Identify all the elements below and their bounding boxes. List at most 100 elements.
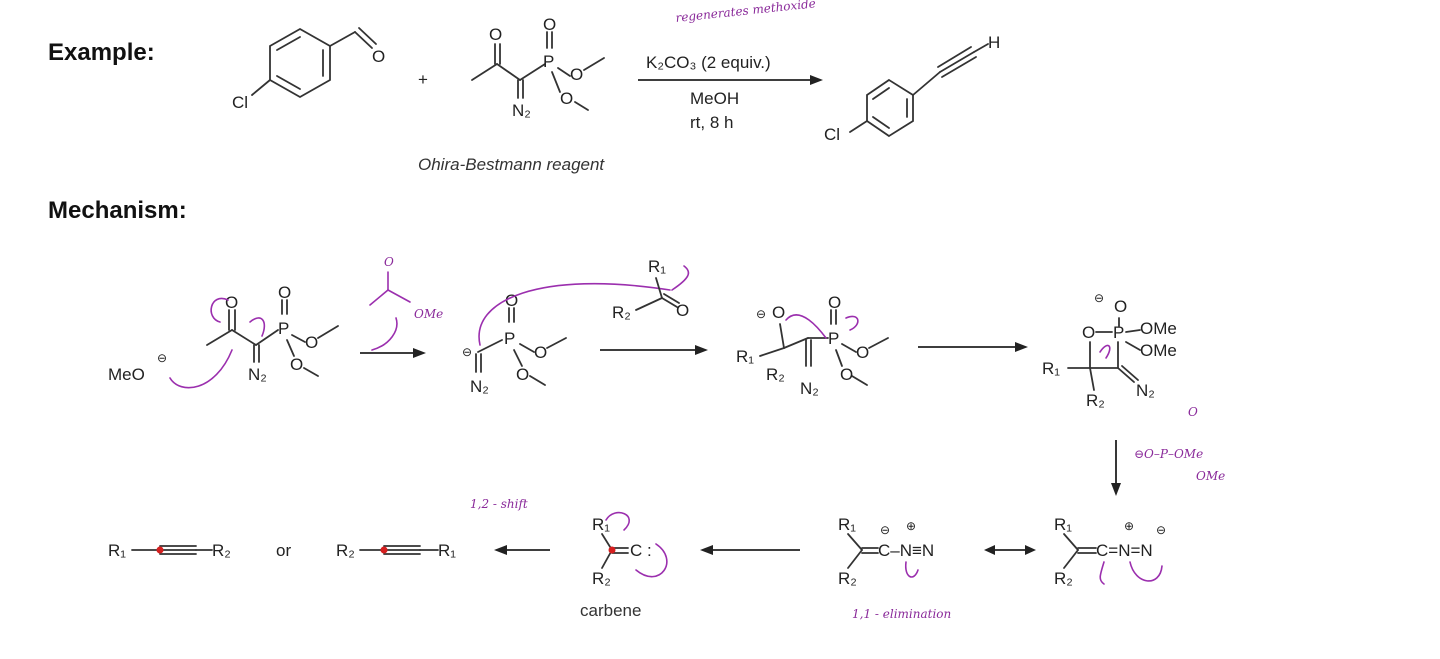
ring-n2: N₂ xyxy=(1136,381,1155,400)
step1-ome-o1: O xyxy=(305,333,318,352)
ohira-bestmann-structure: O O P O O N₂ xyxy=(471,15,605,120)
reagent-ketone-o: O xyxy=(489,25,502,44)
resonance-arrow-b xyxy=(1129,561,1163,582)
svg-text:O: O xyxy=(1188,405,1198,419)
anion-attack-arrow xyxy=(478,282,671,346)
reagent-ome-o2: O xyxy=(560,89,573,108)
carbene-r2: R₂ xyxy=(592,569,611,588)
aldehyde-cl-label: Cl xyxy=(232,93,248,112)
oxaphosphetane-structure: ⊖ O O P OMe OMe R₁ R₂ N₂ xyxy=(1042,291,1177,410)
example-reaction-arrow xyxy=(638,75,823,85)
ring-p: P xyxy=(1113,323,1124,342)
example-heading: Example: xyxy=(48,39,155,66)
diazo-left-chain: C–N≡N xyxy=(878,541,934,560)
mechanism-arrow-down xyxy=(1111,440,1121,496)
diazo-left-r1: R₁ xyxy=(838,515,856,534)
diazo-form-left: R₁ R₂ C–N≡N ⊖ ⊕ xyxy=(838,515,934,588)
prod1-r1: R₁ xyxy=(108,541,126,560)
shift-arrow-b xyxy=(635,543,668,578)
methoxide-attack-arrow xyxy=(169,349,233,389)
diazo-left-minus: ⊖ xyxy=(880,523,890,537)
conditions-reagent: K₂CO₃ (2 equiv.) xyxy=(646,53,771,72)
aldehyde-r1: R₁ xyxy=(648,257,666,276)
regenerates-note: regenerates methoxide xyxy=(675,0,817,25)
elimination-arrow xyxy=(904,561,919,578)
svg-text:OMe: OMe xyxy=(414,307,443,321)
int1-n2: N₂ xyxy=(470,377,489,396)
aldehyde-o: O xyxy=(676,301,689,320)
diazo-left-r2: R₂ xyxy=(838,569,857,588)
int2-o: O xyxy=(772,303,785,322)
chlorobenzaldehyde-structure: O Cl xyxy=(232,27,385,112)
int2-ome-o2: O xyxy=(840,365,853,384)
mechanism-arrow-2 xyxy=(600,345,708,355)
shift-note: 1,2 - shift xyxy=(470,497,528,511)
resonance-arrow xyxy=(984,545,1036,555)
reagent-p-label: P xyxy=(543,52,554,71)
diazo-right-plus: ⊕ xyxy=(1124,519,1134,533)
anion-charge: ⊖ xyxy=(462,345,472,359)
int2-r1: R₁ xyxy=(736,347,754,366)
aldehyde-o-label: O xyxy=(372,47,385,66)
int2-r2: R₂ xyxy=(766,365,785,384)
int1-po-o: O xyxy=(505,291,518,310)
or-label: or xyxy=(276,541,291,560)
diazo-form-right: R₁ R₂ C=N=N ⊕ ⊖ xyxy=(1054,515,1166,588)
elimination-note: 1,1 - elimination xyxy=(852,607,951,621)
int1-ome-o2: O xyxy=(516,365,529,384)
mechanism-arrow-3 xyxy=(918,342,1028,352)
reagent-caption: Ohira-Bestmann reagent xyxy=(418,155,605,174)
diazo-left-plus: ⊕ xyxy=(906,519,916,533)
mechanism-arrow-4 xyxy=(700,545,800,555)
int1-p: P xyxy=(504,329,515,348)
ring-r2: R₂ xyxy=(1086,391,1105,410)
reagent-po-o: O xyxy=(543,15,556,34)
step1-ome-o2: O xyxy=(290,355,303,374)
plus-sign: + xyxy=(418,70,428,89)
methoxide-label: MeO xyxy=(108,365,145,384)
aldehyde-structure: R₁ R₂ O xyxy=(612,257,689,322)
svg-text:⊖O–P–OMe: ⊖O–P–OMe xyxy=(1134,447,1203,461)
ring-ome-2: OMe xyxy=(1140,341,1177,360)
carbene-structure: R₁ R₂ C : xyxy=(592,515,652,588)
int2-po-o: O xyxy=(828,293,841,312)
alkyne-h-label: H xyxy=(988,33,1000,52)
ring-charge: ⊖ xyxy=(1094,291,1104,305)
diazo-right-chain: C=N=N xyxy=(1096,541,1153,560)
mechanism-heading: Mechanism: xyxy=(48,197,187,224)
ring-top-o: O xyxy=(1114,297,1127,316)
carbene-caption: carbene xyxy=(580,601,641,620)
diazo-right-r2: R₂ xyxy=(1054,569,1073,588)
dimethyl-phosphate-note: O ⊖O–P–OMe OMe xyxy=(1134,405,1225,483)
diazo-right-r1: R₁ xyxy=(1054,515,1072,534)
alkyne-product-2: R₂ R₁ xyxy=(336,541,456,560)
carbonyl-push-arrow xyxy=(210,297,229,323)
mechanism-arrow-1 xyxy=(360,348,426,358)
step1-p: P xyxy=(278,319,289,338)
svg-text:OMe: OMe xyxy=(1196,469,1225,483)
svg-text:O: O xyxy=(384,255,394,269)
conditions-solvent: MeOH xyxy=(690,89,739,108)
alkyne-product-1: R₁ R₂ xyxy=(108,541,231,560)
ring-o: O xyxy=(1082,323,1095,342)
diazo-right-minus: ⊖ xyxy=(1156,523,1166,537)
int1-ome-o1: O xyxy=(534,343,547,362)
alkoxide-attack-arrow xyxy=(785,314,827,339)
resonance-arrow-a xyxy=(1099,561,1105,585)
conditions-temp-time: rt, 8 h xyxy=(690,113,733,132)
methoxide-charge: ⊖ xyxy=(157,351,167,365)
carbonyl-arrow-2 xyxy=(671,265,690,291)
step1-n2: N₂ xyxy=(248,365,267,384)
mechanism-step1-structure: MeO ⊖ O O P O O N₂ xyxy=(108,283,339,384)
ring-collapse-arrow xyxy=(1099,344,1111,359)
int2-n2: N₂ xyxy=(800,379,819,398)
prod2-r1: R₁ xyxy=(438,541,456,560)
po-push-arrow xyxy=(845,315,859,331)
reagent-ome-o1: O xyxy=(570,65,583,84)
diazo-anion-structure: ⊖ O P O O N₂ xyxy=(462,291,567,396)
product-cl-label: Cl xyxy=(824,125,840,144)
aldehyde-r2: R₂ xyxy=(612,303,631,322)
chlorophenylacetylene-structure: H Cl xyxy=(824,33,1000,144)
alkoxide-charge: ⊖ xyxy=(756,307,766,321)
